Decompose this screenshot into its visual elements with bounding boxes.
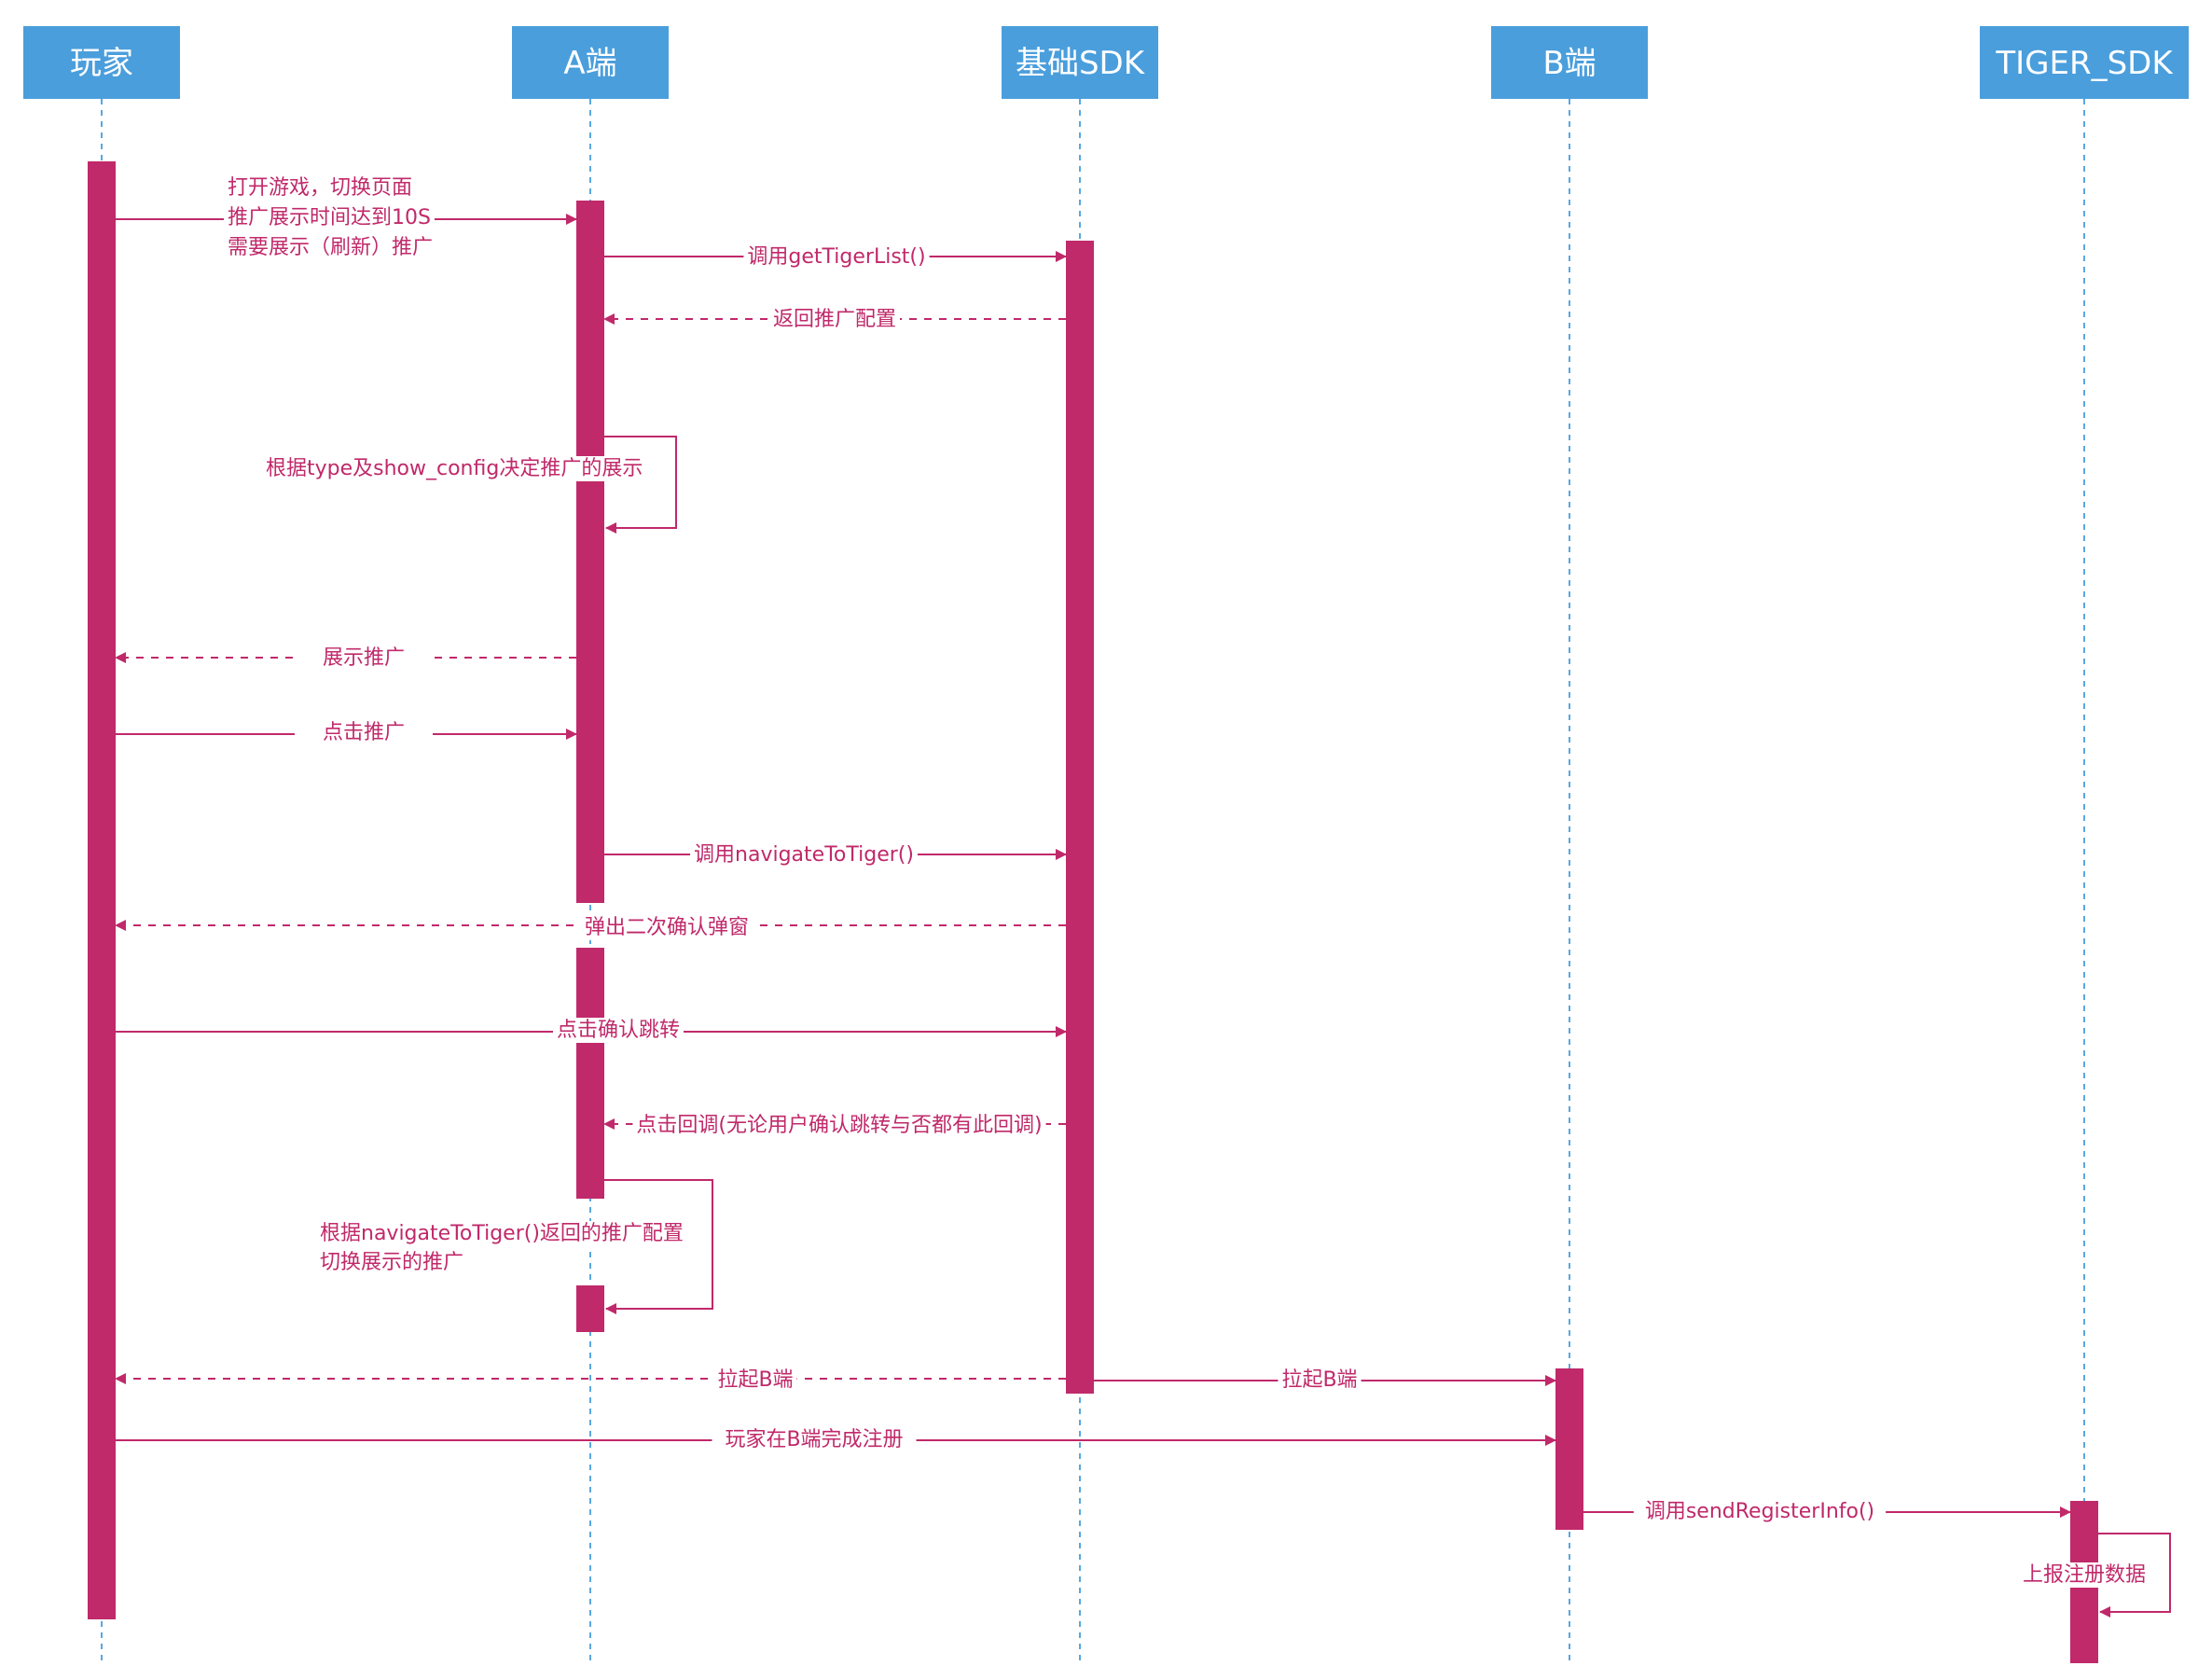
message-m7: 调用navigateToTiger() [604, 842, 1067, 868]
actor-tiger_sdk[interactable]: TIGER_SDK [1980, 26, 2189, 99]
message-label: 弹出二次确认弹窗 [580, 915, 753, 940]
message-m3: 返回推广配置 [603, 307, 1066, 332]
label-background [224, 205, 435, 230]
message-m16: 上报注册数据 [2018, 1533, 2171, 1617]
message-label-text: 玩家在B端完成注册 [725, 1428, 903, 1451]
message-label-text: 点击推广 [323, 721, 405, 744]
actor-box-tiger_sdk [1980, 26, 2189, 99]
message-label-text: 返回推广配置 [773, 308, 896, 331]
actor-label-a_end: A端 [563, 45, 616, 82]
label-background [1278, 1368, 1362, 1393]
actor-label-base_sdk: 基础SDK [1016, 45, 1146, 82]
activation-bar-a_end-1 [576, 201, 604, 903]
actor-box-base_sdk [1002, 26, 1158, 99]
label-background [690, 842, 918, 868]
self-message-arrow [604, 1179, 713, 1314]
label-background [224, 175, 417, 201]
actor-box-player [23, 26, 180, 99]
label-background [262, 456, 647, 481]
actor-box-b_end [1491, 26, 1648, 99]
self-message-arrow [604, 436, 677, 534]
message-label: 点击推广 [294, 720, 434, 745]
activation-bar-a_end-3 [576, 1285, 604, 1332]
message-m4: 根据type及show_config决定推广的展示 [262, 436, 677, 534]
label-background [580, 915, 753, 940]
actor-label-b_end: B端 [1542, 45, 1596, 82]
message-label: 点击回调(无论用户确认跳转与否都有此回调) [632, 1113, 1046, 1138]
actor-base_sdk[interactable]: 基础SDK [1002, 26, 1158, 99]
message-label: 玩家在B端完成注册 [712, 1427, 917, 1452]
message-m8: 弹出二次确认弹窗 [115, 915, 1066, 940]
message-label-text: 调用navigateToTiger() [694, 843, 914, 867]
message-label: 展示推广 [294, 646, 434, 671]
actor-label-tiger_sdk: TIGER_SDK [1995, 45, 2174, 82]
message-label: 返回推广配置 [768, 307, 901, 332]
message-label-text: 弹出二次确认弹窗 [585, 916, 749, 939]
message-label: 根据type及show_config决定推广的展示 [262, 456, 647, 481]
label-background [768, 307, 901, 332]
label-background [224, 235, 437, 260]
label-background [713, 1368, 797, 1393]
message-label-text: 根据navigateToTiger()返回的推广配置 [320, 1222, 684, 1245]
message-label-text: 根据type及show_config决定推广的展示 [266, 457, 643, 480]
activation-bar-player-0 [88, 161, 116, 1619]
label-background [743, 244, 930, 270]
message-label-text: 打开游戏，切换页面 [228, 176, 412, 200]
message-label-text: 上报注册数据 [2023, 1563, 2146, 1587]
message-label-text: 需要展示（刷新）推广 [228, 236, 433, 259]
actor-b_end[interactable]: B端 [1491, 26, 1648, 99]
message-m15: 调用sendRegisterInfo() [1583, 1499, 2071, 1524]
message-label-text: 推广展示时间达到10S [228, 206, 431, 229]
actor-player[interactable]: 玩家 [23, 26, 180, 99]
label-background [316, 1250, 468, 1275]
actor-box-a_end [512, 26, 669, 99]
message-label-text: 调用getTigerList() [747, 245, 925, 269]
message-m6: 点击推广 [116, 720, 577, 745]
activation-bar-base_sdk-4 [1066, 241, 1094, 1394]
label-background [2018, 1562, 2150, 1588]
label-background [712, 1427, 917, 1452]
label-background [632, 1113, 1046, 1138]
message-m12: 拉起B端 [115, 1368, 1066, 1393]
activations-layer [88, 161, 2098, 1663]
message-label: 点击确认跳转 [552, 1018, 684, 1043]
message-m13: 拉起B端 [1094, 1368, 1556, 1393]
message-label-text: 拉起B端 [1281, 1368, 1357, 1392]
actor-label-player: 玩家 [70, 45, 133, 82]
message-label-text: 切换展示的推广 [320, 1251, 463, 1274]
message-label-text: 点击回调(无论用户确认跳转与否都有此回调) [636, 1114, 1042, 1137]
message-m5: 展示推广 [115, 646, 576, 671]
message-m14: 玩家在B端完成注册 [116, 1427, 1556, 1452]
activation-bar-a_end-2 [576, 948, 604, 1199]
message-label-text: 展示推广 [323, 646, 405, 670]
label-background [294, 646, 434, 671]
message-label-text: 调用sendRegisterInfo() [1645, 1500, 1874, 1523]
message-label-text: 点击确认跳转 [557, 1019, 680, 1042]
message-label: 调用navigateToTiger() [690, 842, 918, 868]
label-background [1633, 1499, 1887, 1524]
actors-layer: 玩家 A端 基础SDK B端 TIGER_SDK [23, 26, 2189, 99]
message-label: 拉起B端 [1278, 1368, 1362, 1393]
label-background [294, 720, 434, 745]
message-m9: 点击确认跳转 [116, 1018, 1067, 1043]
actor-a_end[interactable]: A端 [512, 26, 669, 99]
message-label: 拉起B端 [713, 1368, 797, 1393]
message-label: 上报注册数据 [2018, 1562, 2150, 1588]
message-label: 调用getTigerList() [743, 244, 930, 270]
message-m10: 点击回调(无论用户确认跳转与否都有此回调) [603, 1113, 1066, 1138]
message-label-text: 拉起B端 [717, 1368, 793, 1392]
label-background [316, 1221, 687, 1246]
activation-bar-b_end-5 [1555, 1368, 1583, 1530]
message-m2: 调用getTigerList() [604, 244, 1067, 270]
self-message-arrow [2098, 1533, 2171, 1617]
message-label: 调用sendRegisterInfo() [1633, 1499, 1887, 1524]
label-background [552, 1018, 684, 1043]
